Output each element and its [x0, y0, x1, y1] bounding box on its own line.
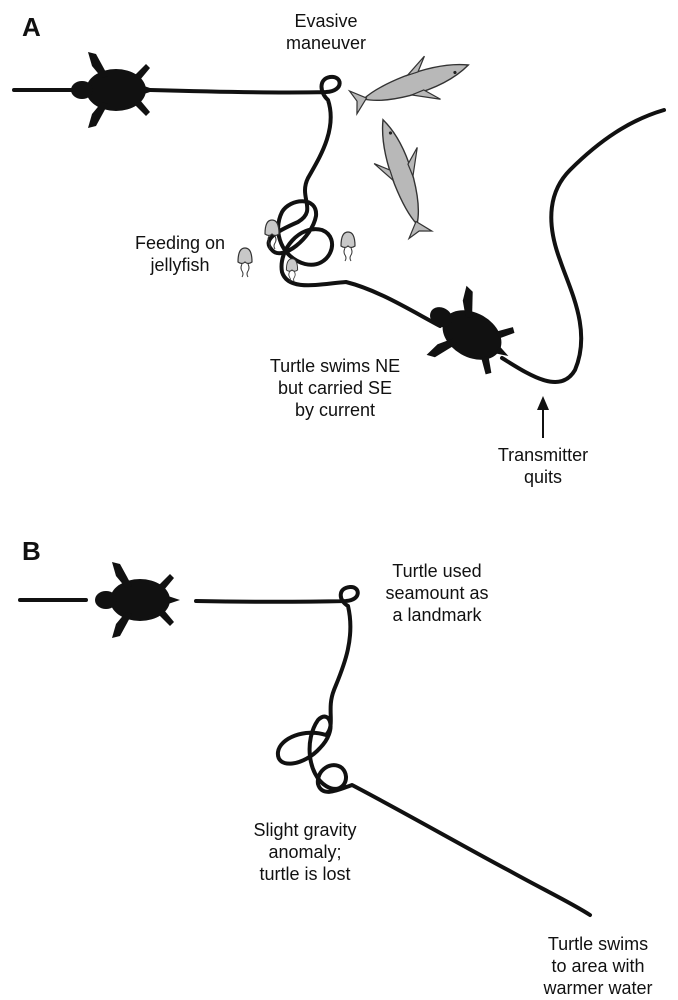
label-line: Turtle swims: [548, 934, 648, 954]
label-line: Feeding on: [135, 233, 225, 253]
label-line: a landmark: [392, 605, 482, 625]
turtle-icon: [71, 52, 156, 128]
label-line: Turtle swims NE: [270, 356, 400, 376]
label-line: to area with: [551, 956, 644, 976]
label-warmer-water: Turtle swims to area with warmer water: [542, 934, 652, 998]
label-evasive-maneuver: Evasive maneuver: [286, 11, 366, 53]
label-transmitter-quits: Transmitter quits: [498, 445, 588, 487]
track-a-main: [148, 74, 442, 328]
panel-a-track: [12, 74, 666, 384]
label-line: Slight gravity: [253, 820, 356, 840]
transmitter-arrow: [537, 396, 549, 438]
label-line: Turtle used: [392, 561, 481, 581]
label-seamount-landmark: Turtle used seamount as a landmark: [385, 561, 488, 625]
label-line: Evasive: [294, 11, 357, 31]
jellyfish-icon: [340, 231, 356, 262]
label-line: warmer water: [542, 978, 652, 998]
label-swims-ne-carried-se: Turtle swims NE but carried SE by curren…: [270, 356, 400, 420]
jellyfish-icon: [237, 247, 253, 278]
label-line: seamount as: [385, 583, 488, 603]
panel-a-letter: A: [22, 12, 41, 42]
label-gravity-anomaly: Slight gravity anomaly; turtle is lost: [253, 820, 356, 884]
turtle-icon: [95, 562, 180, 638]
label-line: maneuver: [286, 33, 366, 53]
label-feeding-jellyfish: Feeding on jellyfish: [135, 233, 225, 275]
label-line: by current: [295, 400, 375, 420]
label-line: but carried SE: [278, 378, 392, 398]
panel-b-letter: B: [22, 536, 41, 566]
track-b-main: [194, 585, 592, 917]
label-line: Transmitter: [498, 445, 588, 465]
shark-icon: [345, 43, 477, 126]
track-a-current: [500, 108, 666, 384]
panel-b-track: [18, 585, 592, 917]
turtle-icon: [411, 276, 529, 391]
label-line: quits: [524, 467, 562, 487]
label-line: turtle is lost: [259, 864, 350, 884]
shark-icon: [361, 111, 444, 243]
label-line: jellyfish: [149, 255, 209, 275]
label-line: anomaly;: [268, 842, 341, 862]
